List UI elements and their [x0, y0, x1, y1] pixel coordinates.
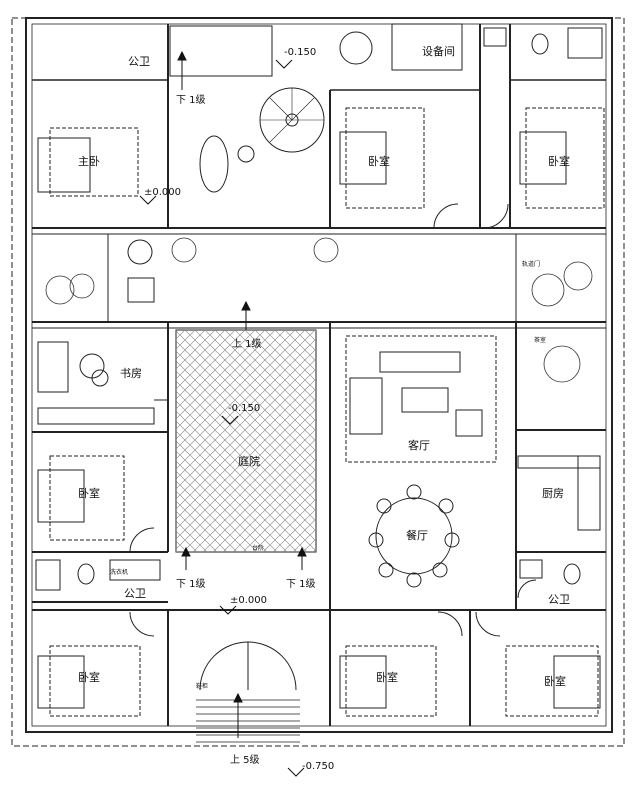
- room-label-bedroom: 卧室: [78, 671, 100, 684]
- room-label-kitchen: 厨房: [542, 487, 564, 500]
- plant-icon: [313, 237, 339, 263]
- side-door-label: 轨道门: [522, 261, 541, 268]
- step-label: 下 1级: [286, 579, 316, 590]
- plant-icon: [45, 275, 75, 305]
- dining-table: [375, 497, 453, 575]
- level-label: ±0.000: [230, 595, 268, 606]
- room-label-living-room: 客厅: [408, 439, 430, 452]
- room-label-courtyard: 庭院: [238, 455, 260, 468]
- shoe-cabinet-label: 鞋柜: [196, 683, 209, 690]
- room-label-public-wc: 公卫: [128, 55, 150, 68]
- laundry-label: 洗衣机: [110, 569, 129, 576]
- step-label: 下 1级: [176, 95, 206, 106]
- plant-icon: [531, 273, 565, 307]
- room-label-bedroom: 卧室: [544, 675, 566, 688]
- step-label: 下 1级: [176, 579, 206, 590]
- plant-icon: [69, 273, 95, 299]
- room-label-bedroom: 卧室: [548, 155, 570, 168]
- plant-icon: [543, 345, 581, 383]
- level-label: -0.150: [228, 403, 261, 414]
- level-label: -0.150: [284, 47, 317, 58]
- room-label-public-wc: 公卫: [548, 593, 570, 606]
- room-label-equipment-room: 设备间: [422, 45, 455, 58]
- exterior-wall: [25, 17, 613, 733]
- room-label-bedroom: 卧室: [368, 155, 390, 168]
- plant-icon: [563, 261, 593, 291]
- step-label: 上 1级: [232, 339, 262, 350]
- room-label-dining-room: 餐厅: [406, 529, 428, 542]
- room-label-master-bedroom: 主卧: [78, 155, 100, 168]
- step-label: 上 5级: [230, 755, 260, 766]
- bed-master: [37, 137, 91, 193]
- room-label-bedroom: 卧室: [78, 487, 100, 500]
- tea-area-label: 茶室: [534, 337, 547, 344]
- level-label: -0.750: [302, 761, 335, 772]
- courtyard-paving: [176, 330, 316, 552]
- room-label-study: 书房: [120, 367, 142, 380]
- level-label: ±0.000: [144, 187, 182, 198]
- room-label-public-wc: 公卫: [124, 587, 146, 600]
- room-label-bedroom: 卧室: [376, 671, 398, 684]
- plant-icon: [171, 237, 197, 263]
- property-line: [11, 17, 625, 747]
- courtyard-step-label: 台阶: [252, 545, 265, 552]
